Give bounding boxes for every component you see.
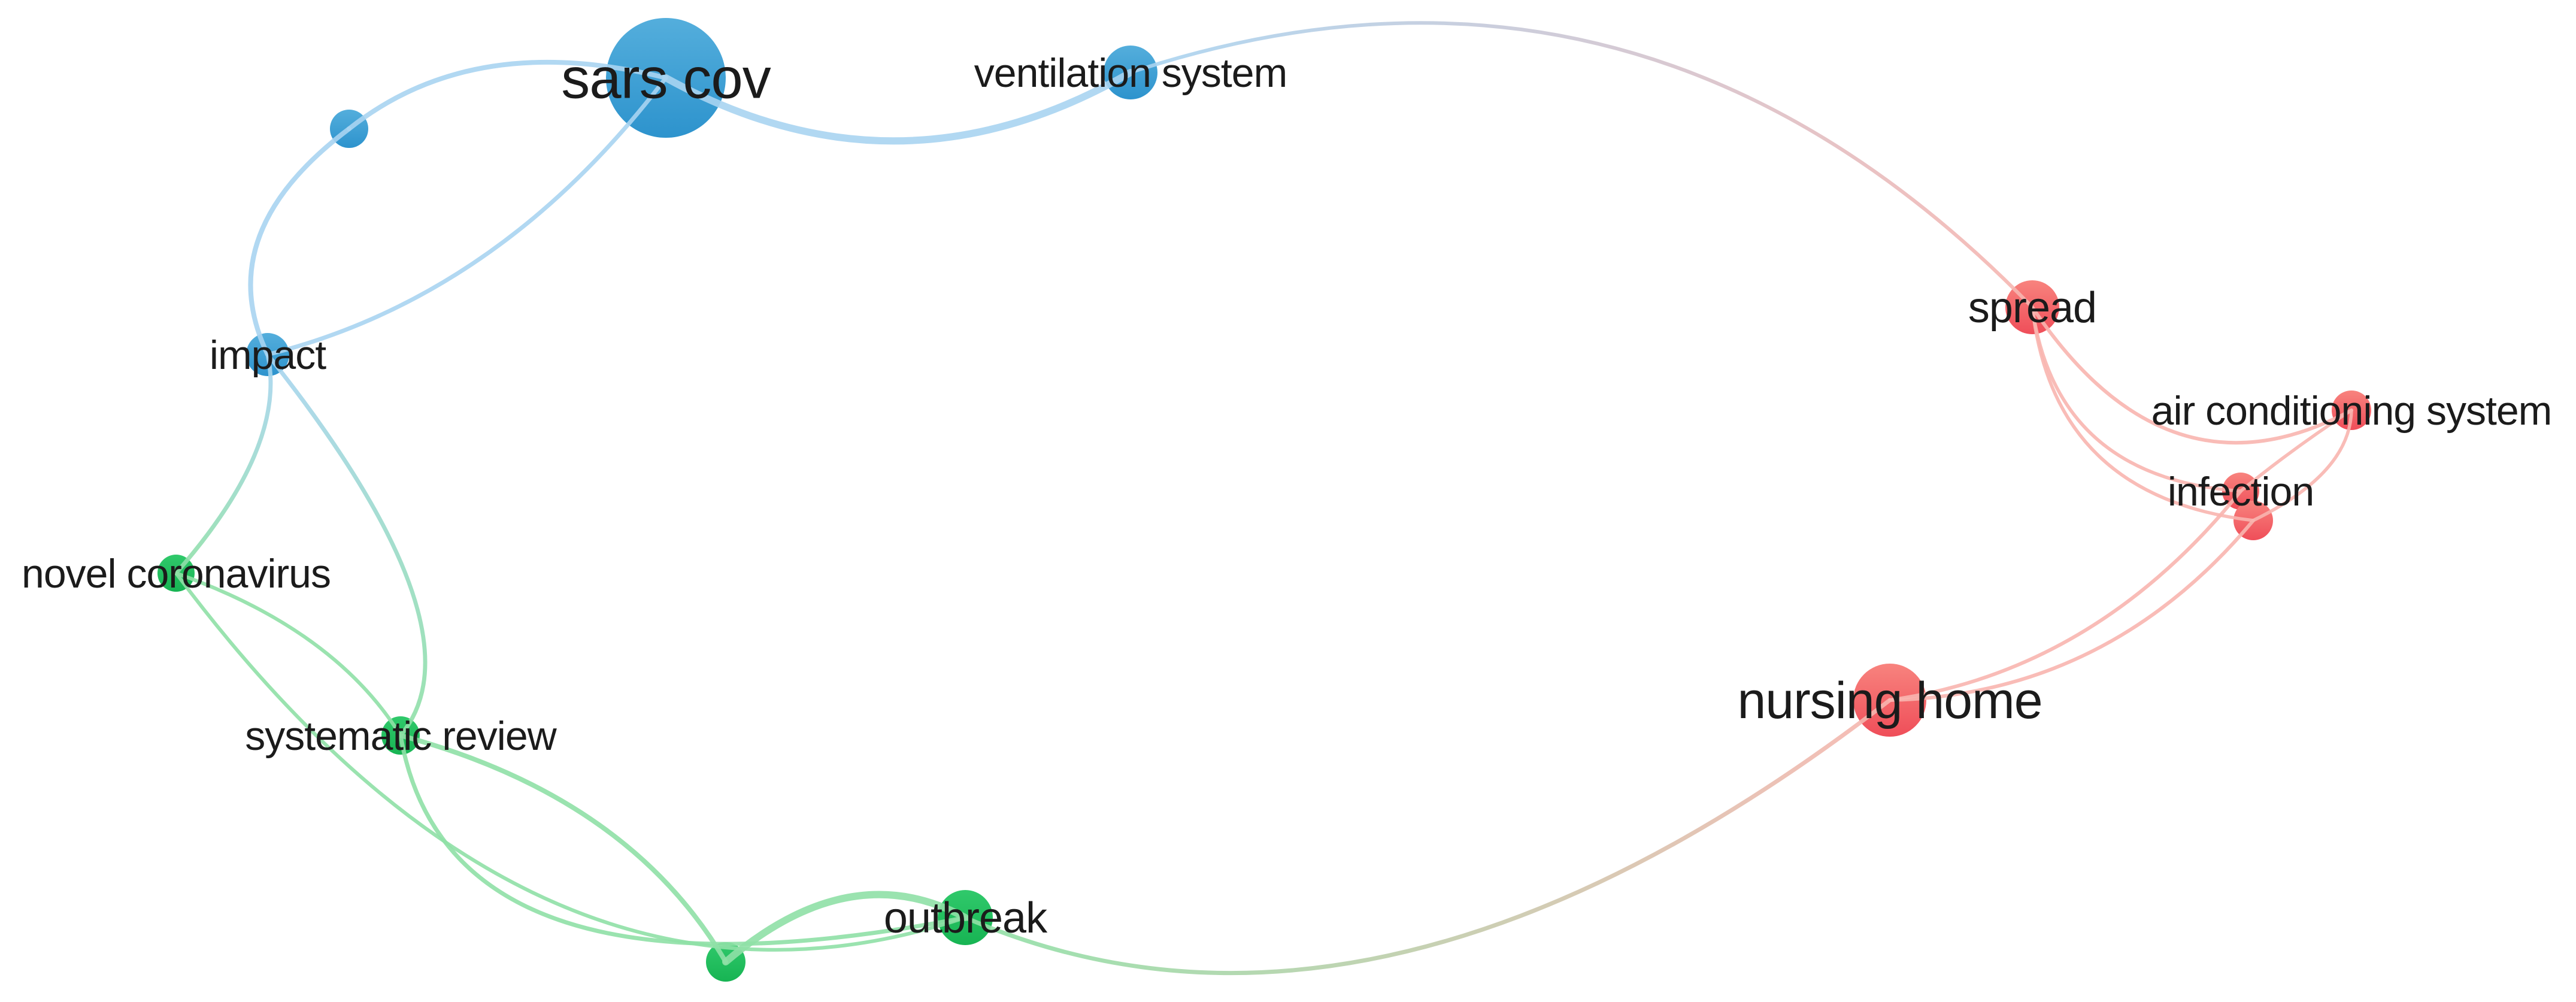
- label-impact: impact: [210, 332, 326, 378]
- label-infection: infection: [2168, 469, 2314, 514]
- edge-outbreak-nursing_home: [963, 698, 1892, 976]
- edge-air_conditioning_system-infection: [2239, 408, 2353, 493]
- edge-spread-infection: [2031, 305, 2242, 493]
- label-outbreak: outbreak: [884, 894, 1048, 942]
- labels-layer: sars cov ventilation system impact novel co…: [22, 47, 2552, 943]
- edge-infection-nursing_home: [1888, 489, 2242, 702]
- edge-sars_cov-unlabeled_blue: [347, 59, 668, 131]
- edge-unlabeled_blue-impact: [248, 126, 351, 357]
- label-sars_cov: sars cov: [561, 47, 771, 111]
- edge-systematic_review-unlabeled_green: [398, 733, 728, 964]
- edge-sars_cov-impact: [265, 75, 668, 357]
- label-novel_coronavirus: novel coronavirus: [22, 551, 331, 597]
- edge-unlabeled_red-nursing_home: [1888, 519, 2255, 702]
- edge-spread-air_conditioning_system: [2031, 305, 2353, 445]
- label-nursing_home: nursing home: [1737, 672, 2042, 729]
- edge-spread-unlabeled_red: [2031, 305, 2255, 522]
- edge-novel_coronavirus-systematic_review: [174, 571, 402, 737]
- nodes-layer: [157, 18, 2371, 982]
- label-systematic_review: systematic review: [245, 713, 557, 759]
- edge-unlabeled_green-outbreak: [722, 891, 969, 965]
- label-spread: spread: [1968, 284, 2096, 332]
- edge-systematic_review-outbreak: [398, 733, 968, 946]
- edge-air_conditioning_system-unlabeled_red: [2251, 408, 2353, 522]
- edge-ventilation_system-spread: [1129, 21, 2034, 309]
- label-air_conditioning_system: air conditioning system: [2151, 388, 2552, 434]
- edge-novel_coronavirus-outbreak: [174, 571, 967, 952]
- edge-sars_cov-ventilation_system: [662, 69, 1134, 145]
- edge-impact-novel_coronavirus: [174, 352, 273, 576]
- label-ventilation_system: ventilation system: [974, 50, 1287, 96]
- edges-layer: [174, 21, 2353, 976]
- edge-impact-systematic_review: [265, 352, 428, 738]
